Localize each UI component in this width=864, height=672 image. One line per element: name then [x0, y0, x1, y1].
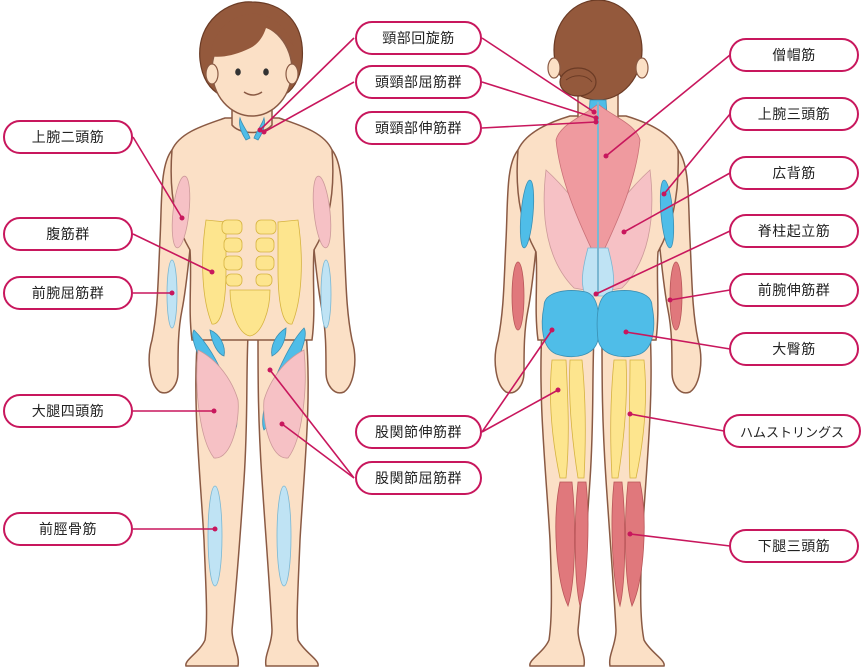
leader-neck-rotator: [259, 37, 355, 131]
front-quadriceps-left: [196, 349, 239, 459]
back-calf-left-outer: [555, 481, 576, 608]
leader-abdominal: [132, 233, 213, 273]
front-neck-muscle-left: [239, 116, 251, 141]
leader-hip-extensor-1: [481, 329, 553, 433]
label-biceps: 上腕二頭筋: [3, 120, 133, 154]
front-tibialis-right: [276, 485, 292, 587]
back-triceps-right: [659, 179, 675, 249]
front-forearm-right: [320, 259, 332, 329]
label-neck-extensor: 頭頸部伸筋群: [355, 111, 482, 145]
label-forearm-flexor: 前腕屈筋群: [3, 276, 133, 310]
back-triceps-left: [519, 179, 535, 249]
label-triceps: 上腕三頭筋: [729, 97, 859, 131]
front-abdominal-obliques-right: [277, 219, 302, 325]
back-forearm-left: [511, 261, 525, 331]
front-biceps-left: [171, 175, 191, 249]
leader-triceps: [663, 113, 731, 195]
label-forearm-extensor: 前腕伸筋群: [729, 273, 859, 307]
label-quadriceps: 大腿四頭筋: [3, 394, 133, 428]
back-calf-right-inner: [611, 481, 626, 608]
back-gluteus-right: [596, 290, 655, 357]
back-latissimus-left: [543, 169, 597, 293]
label-neck-rotator: 頸部回旋筋: [355, 21, 482, 55]
leader-hip-flexor-1: [269, 369, 355, 479]
label-abdominal: 腹筋群: [3, 217, 133, 251]
back-figure: [494, 0, 702, 667]
leader-neck-extensor-1: [481, 37, 595, 113]
back-calf-left-inner: [574, 481, 589, 608]
leader-hamstrings: [629, 413, 725, 432]
back-hamstrings: [550, 359, 646, 479]
leader-hip-extensor-2: [481, 389, 559, 433]
front-tibialis-left: [207, 485, 223, 587]
label-hip-extensor: 股関節伸筋群: [355, 415, 482, 449]
leader-neck-extensor-2: [481, 81, 597, 119]
label-tibialis: 前脛骨筋: [3, 512, 133, 546]
leader-neck-flexor: [263, 81, 355, 133]
leader-trapezius: [605, 54, 731, 157]
front-quadriceps-right: [263, 349, 306, 459]
leader-dots: [169, 109, 673, 537]
leader-erector: [595, 230, 731, 295]
front-abdominal-rectus: [221, 219, 277, 337]
back-forearm-right: [669, 261, 683, 331]
back-calf-right-outer: [624, 481, 645, 608]
label-hip-flexor: 股関節屈筋群: [355, 461, 482, 495]
leader-hip-flexor-2: [281, 423, 355, 479]
leader-neck-extensor-3: [481, 121, 597, 129]
back-hair-bun: [559, 67, 597, 97]
label-triceps-surae: 下腿三頭筋: [729, 529, 859, 563]
front-biceps-right: [312, 175, 332, 249]
label-neck-flexor: 頭頸部屈筋群: [355, 65, 482, 99]
leader-lines: [132, 37, 731, 547]
front-hip-flexor-left-2: [209, 329, 225, 357]
front-hip-flexor-right-2: [271, 327, 287, 357]
front-hair-bangs: [210, 13, 294, 57]
leader-latissimus: [623, 172, 731, 233]
leader-biceps: [132, 136, 183, 219]
leader-gluteus: [625, 331, 731, 350]
label-trapezius: 僧帽筋: [729, 38, 859, 72]
label-gluteus: 大臀筋: [729, 332, 859, 366]
front-figure: [148, 1, 356, 667]
label-erector: 脊柱起立筋: [729, 214, 859, 248]
leader-forearm-extensor: [669, 289, 731, 301]
label-latissimus: 広背筋: [729, 156, 859, 190]
label-hamstrings: ハムストリングス: [723, 414, 861, 448]
back-gluteus-left: [541, 290, 600, 357]
leader-triceps-surae: [629, 533, 731, 547]
